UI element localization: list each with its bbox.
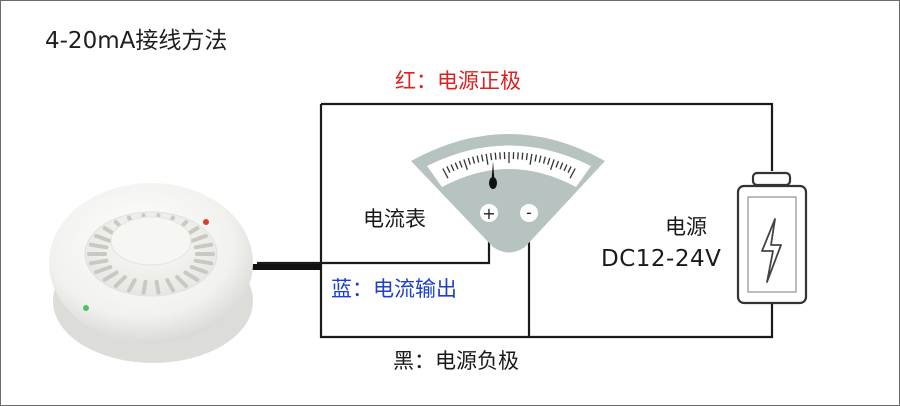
vent-slot [193,258,214,266]
vent-slot [102,270,119,282]
scale-tick [521,152,524,160]
scale-tick [542,156,546,164]
meter-minus-sign: - [526,203,532,222]
green-led [83,305,89,311]
battery-icon [736,171,808,305]
vent-slot [113,275,127,289]
positive-wire [321,102,774,171]
scale-tick [476,155,480,163]
scale-tick [534,154,538,162]
scale-tick [538,155,542,163]
vent-slot [94,233,113,243]
vent-slot [183,270,200,282]
ammeter-scale-ticks [442,152,576,179]
smoke-detector-icon [49,183,253,363]
scale-tick [559,162,564,170]
negative-wire [319,104,774,339]
vent-slot [127,278,137,293]
scale-tick [525,153,528,161]
scale-tick [563,164,568,172]
vent-slot [94,265,113,275]
scale-tick [472,156,476,164]
vent-slot [141,279,148,295]
meter-plus-terminal [480,204,498,222]
scale-tick [467,157,471,165]
scale-tick [529,153,533,165]
scale-tick [446,166,451,173]
scale-tick [463,159,469,171]
scale-tick [454,162,459,170]
vent-slot [165,278,175,293]
meter-minus-terminal [520,204,538,222]
vent-slot [193,242,214,250]
ammeter-icon: + - [411,134,605,253]
scale-tick [442,168,449,179]
meter-plus-sign: + [482,204,495,223]
page-title: 4-20mA接线方法 [45,28,228,54]
black-wire-label: 黑：电源负极 [393,349,519,373]
scale-tick [494,152,497,160]
scale-tick [490,153,493,161]
ammeter-label: 电流表 [363,207,426,231]
lightning-bolt-icon [761,218,782,283]
vent-slot [154,279,161,295]
scale-tick [549,159,555,171]
vent-slot [189,265,208,275]
scale-tick [480,154,484,162]
ammeter-dial [427,145,591,187]
vent-slot [189,233,208,243]
vent-slot [88,242,109,250]
scale-tick [485,153,489,165]
power-supply-label: 电源 [665,215,707,239]
scale-tick [450,164,455,172]
scale-tick [567,166,572,173]
vent-slot [88,258,109,266]
power-supply-voltage: DC12-24V [601,246,722,272]
blue-wire-label: 蓝：电流输出 [331,277,457,301]
scale-tick [569,168,576,179]
scale-tick [458,160,463,168]
scale-tick [547,157,551,165]
vent-slot [175,275,189,289]
scale-tick [555,160,560,168]
red-led [203,219,209,225]
red-wire-label: 红：电源正极 [395,69,521,93]
